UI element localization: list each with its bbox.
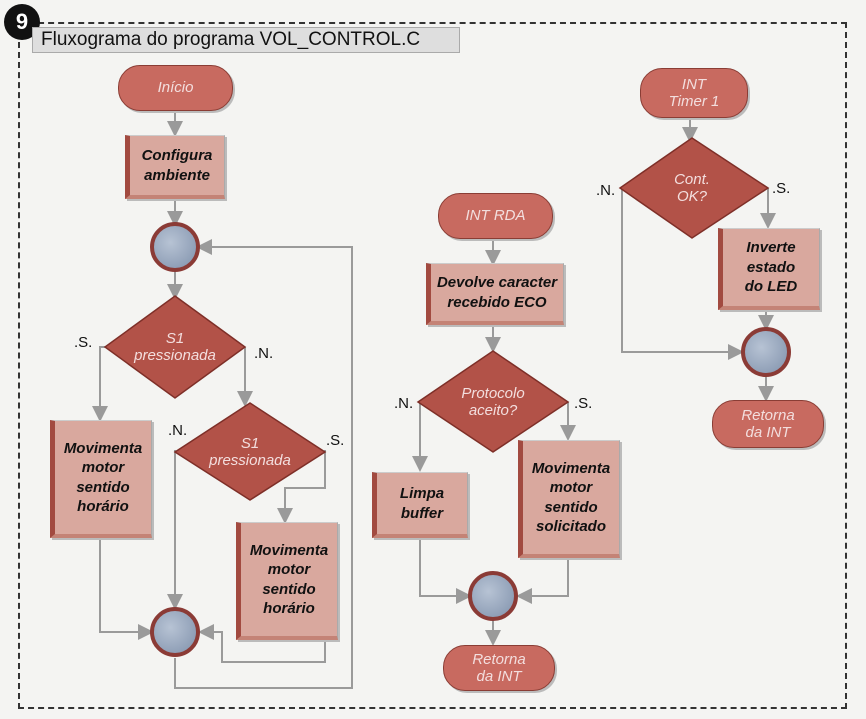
rda-label: INT RDA <box>465 207 526 225</box>
move-left-line2: motor <box>81 459 125 476</box>
echo-process: Devolve caracter recebido ECO <box>426 263 564 325</box>
move-req-line4: solicitado <box>535 518 606 535</box>
start-terminal: Início <box>118 65 233 111</box>
edge-timer-no <box>621 188 744 360</box>
edge-loop-back <box>174 239 353 689</box>
timer-decision-shape <box>618 137 770 239</box>
edge-move-join <box>516 558 569 604</box>
clear-line2: buffer <box>400 504 444 522</box>
rda-return-terminal: Retorna da INT <box>443 645 555 691</box>
move-right-line1: Movimenta <box>249 541 329 559</box>
timer-return-line1: Retorna <box>741 406 795 424</box>
move-left-process: Movimenta motor sentido horário <box>50 420 152 538</box>
timer-decision-line2: OK? <box>676 188 707 205</box>
decision2-text: S1 pressionada <box>198 424 302 480</box>
rda-yes-label: .S. <box>574 395 593 412</box>
rda-decision-line2: aceito? <box>468 402 518 419</box>
connector-main-top <box>150 222 200 272</box>
move-requested-process: Movimenta motor sentido solicitado <box>518 440 620 558</box>
move-left-line4: horário <box>77 498 129 515</box>
decision1-yes-label: .S. <box>74 334 93 351</box>
decision1-text: S1 pressionada <box>125 318 225 376</box>
figure-title: Fluxograma do programa VOL_CONTROL.C <box>32 27 460 53</box>
configure-line1: Configura <box>141 147 213 164</box>
figure-frame <box>18 22 847 709</box>
clear-buffer-process: Limpa buffer <box>372 472 468 538</box>
timer-return-terminal: Retorna da INT <box>712 400 824 448</box>
echo-line2: recebido ECO <box>447 293 547 311</box>
timer-yes-label: .S. <box>772 180 791 197</box>
start-label: Início <box>157 79 194 97</box>
edge-clear-join <box>419 540 472 604</box>
decision1-no-label: .N. <box>254 345 274 362</box>
move-right-line3: sentido <box>262 580 316 598</box>
move-left-line1: Movimenta <box>63 439 143 457</box>
timer-no-label: .N. <box>596 182 616 199</box>
decision2-shape <box>173 402 327 501</box>
decision1-line1: S1 <box>165 329 185 347</box>
edge-moveright-join <box>198 624 326 663</box>
clear-line1: Limpa <box>399 485 445 502</box>
echo-line1: Devolve caracter <box>436 274 558 291</box>
configure-process: Configura ambiente <box>125 135 225 199</box>
timer-line2: Timer 1 <box>668 93 720 110</box>
timer-terminal: INT Timer 1 <box>640 68 748 118</box>
decision2-line1: S1 <box>240 434 260 452</box>
rda-no-label: .N. <box>394 395 414 412</box>
decision2-line2: pressionada <box>209 452 291 469</box>
edge-d2-yes <box>277 450 326 524</box>
move-req-line1: Movimenta <box>531 459 611 477</box>
toggle-line3: do LED <box>744 278 798 296</box>
connector-rda <box>468 571 518 621</box>
move-left-line3: sentido <box>76 478 130 496</box>
rda-decision-shape <box>416 350 570 453</box>
move-right-line2: motor <box>267 561 311 578</box>
decision2-yes-label: .S. <box>326 432 345 449</box>
timer-line1: INT <box>681 75 707 93</box>
toggle-led-process: Inverte estado do LED <box>718 228 820 310</box>
rda-return-line2: da INT <box>476 668 522 685</box>
decision1-line2: pressionada <box>134 347 216 364</box>
toggle-line2: estado <box>746 258 796 276</box>
rda-decision-line1: Protocolo <box>461 384 525 402</box>
connector-main-bottom <box>150 607 200 657</box>
edge-d1-yes <box>92 346 108 422</box>
decision2-no-label: .N. <box>168 422 188 439</box>
rda-terminal: INT RDA <box>438 193 553 239</box>
rda-return-line1: Retorna <box>472 650 526 668</box>
connector-timer <box>741 327 791 377</box>
toggle-line1: Inverte <box>746 239 796 257</box>
rda-decision-text: Protocolo aceito? <box>443 374 543 430</box>
decision1-shape <box>103 295 247 399</box>
edge-moveleft-join <box>99 540 154 640</box>
timer-decision-line1: Cont. <box>674 170 710 188</box>
configure-line2: ambiente <box>144 166 210 184</box>
timer-decision-text: Cont. OK? <box>650 160 734 216</box>
move-right-line4: horário <box>263 600 315 617</box>
move-req-line3: sentido <box>544 498 598 516</box>
move-req-line2: motor <box>549 479 593 496</box>
timer-return-line2: da INT <box>745 424 791 441</box>
move-right-process: Movimenta motor sentido horário <box>236 522 338 640</box>
